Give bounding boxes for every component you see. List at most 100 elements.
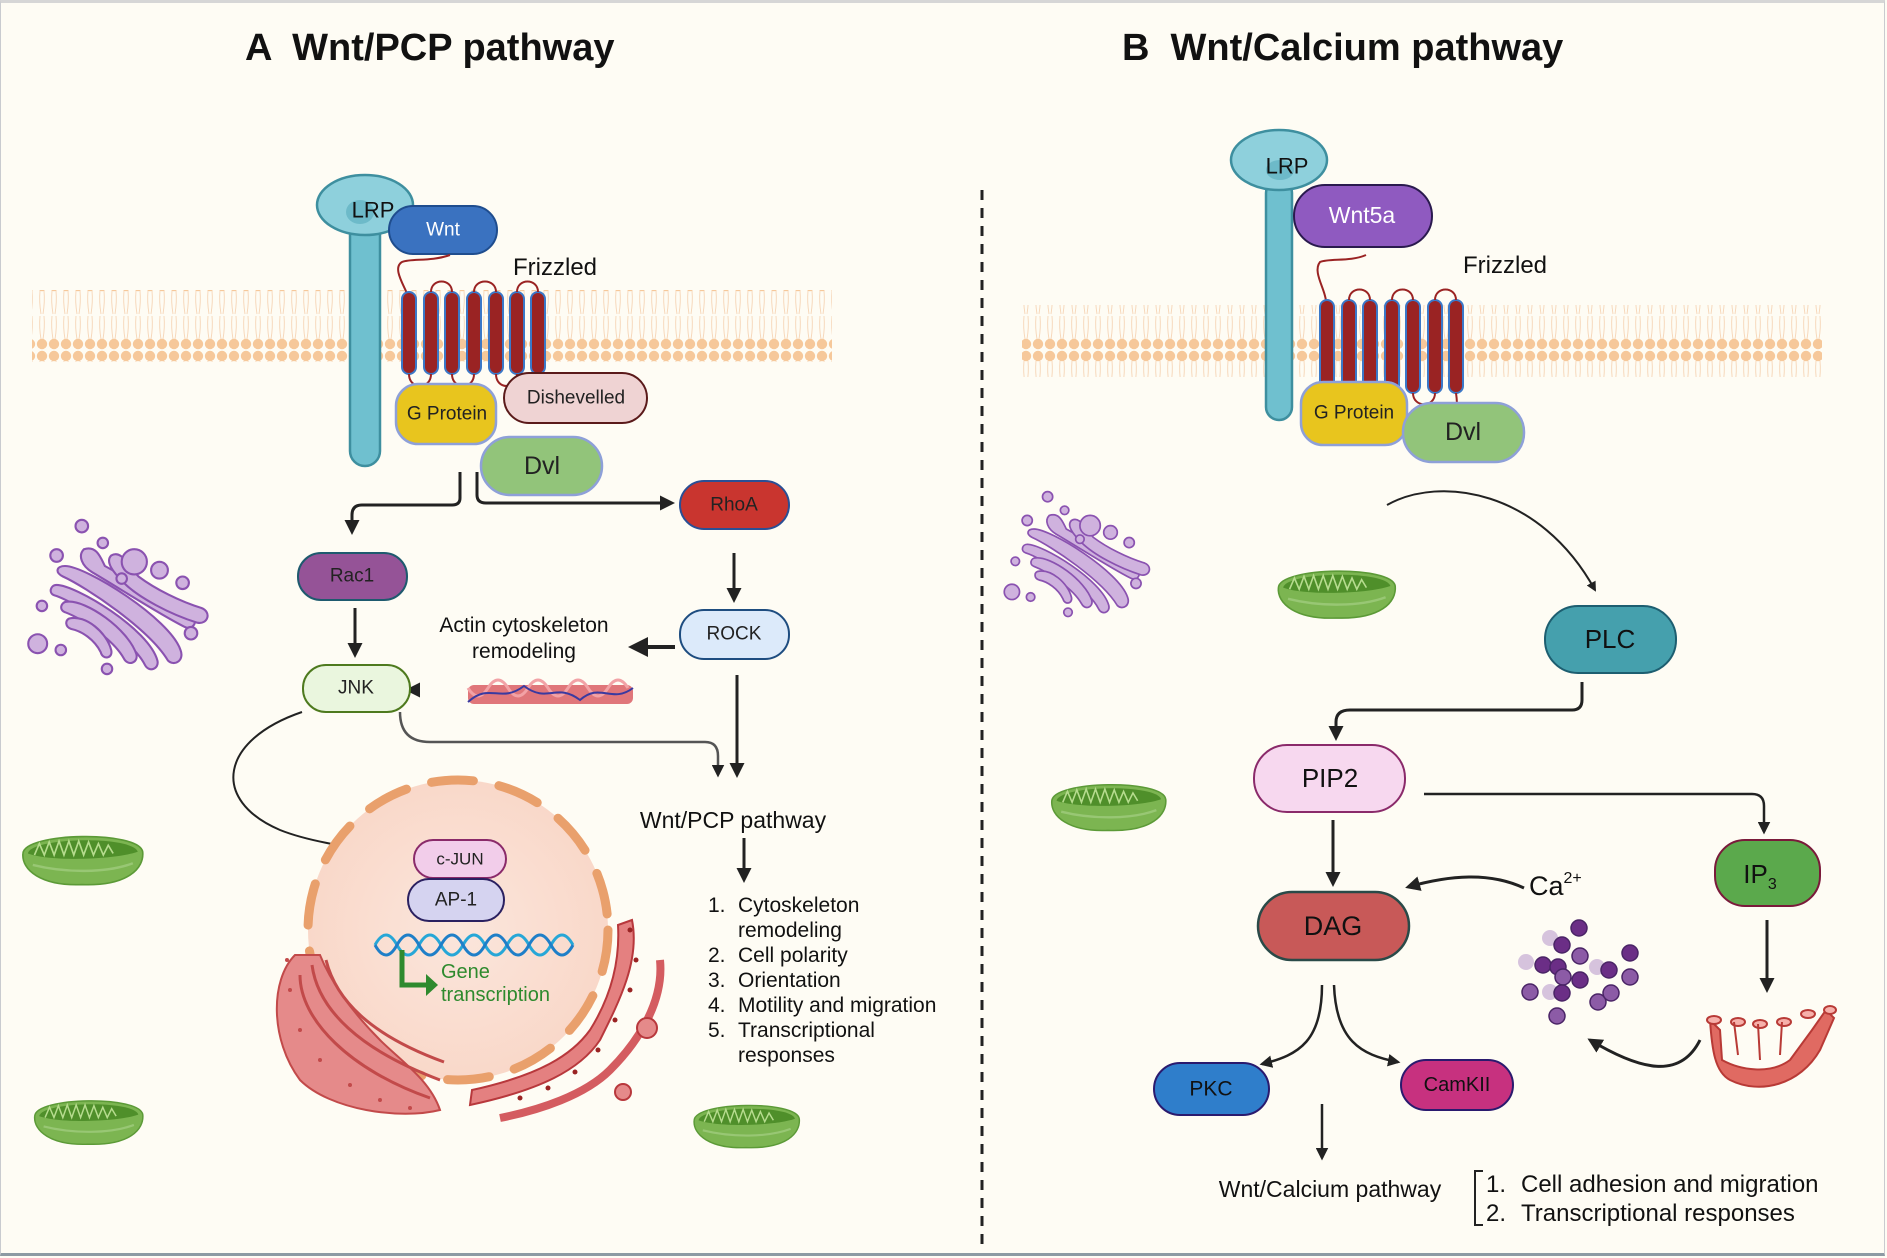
- outcome-text: Transcriptional responses: [1521, 1200, 1795, 1227]
- outcome-text: Motility and migration: [738, 994, 936, 1017]
- camkii-label: CamKII: [1424, 1074, 1491, 1096]
- outcome-text: remodeling: [738, 919, 842, 942]
- calcium-base: Ca: [1529, 871, 1564, 901]
- dna-icon: [373, 933, 575, 957]
- golgi-icon: [27, 518, 209, 676]
- outcome-number: 1.: [708, 894, 726, 917]
- gene-label-line2: transcription: [441, 984, 550, 1006]
- dishevelled-node[interactable]: Dishevelled: [503, 372, 648, 424]
- rock-node[interactable]: ROCK: [679, 609, 790, 660]
- arrow-jnk-pathway: [398, 711, 725, 778]
- pcp-pathway-label: Wnt/PCP pathway: [640, 807, 827, 833]
- panel-a-title: A Wnt/PCP pathway: [245, 27, 614, 69]
- calcium-label: Ca2+: [1529, 870, 1582, 901]
- mitochondrion-icon: [1050, 783, 1167, 832]
- arrow-er-calcium: [1587, 1038, 1702, 1068]
- c-jun-label: c-JUN: [436, 850, 483, 869]
- panel-b: LRP Wnt5a: [1003, 128, 1837, 1227]
- outcome-text: Cell polarity: [738, 944, 848, 967]
- ap1-node[interactable]: AP-1: [407, 878, 505, 922]
- ip3-label: IP3: [1743, 859, 1777, 893]
- calcium-pathway-label: Wnt/Calcium pathway: [1219, 1176, 1442, 1202]
- frizzled-n-terminus: [397, 254, 451, 297]
- outcome-number: 5.: [708, 1019, 726, 1042]
- ap1-label: AP-1: [435, 890, 477, 911]
- outcome-text: Transcriptional: [738, 1019, 875, 1042]
- pip2-label: PIP2: [1302, 763, 1358, 793]
- ip3-base: IP: [1743, 859, 1768, 889]
- arrow-dag-camkii: [1332, 984, 1401, 1067]
- outcome-number: 1.: [1486, 1171, 1506, 1198]
- lrp-label: LRP: [1266, 154, 1309, 179]
- g-protein-node[interactable]: G Protein: [394, 382, 498, 446]
- calcium-ions-icon: [1518, 919, 1639, 1025]
- rac1-label: Rac1: [330, 566, 374, 587]
- plc-node[interactable]: PLC: [1544, 605, 1677, 674]
- dvl-label: Dvl: [1445, 418, 1481, 446]
- dvl-node[interactable]: Dvl: [1401, 401, 1526, 464]
- arrow-pip2-ip3: [1424, 792, 1771, 835]
- arrow-to-rac1: [344, 472, 462, 535]
- pip2-node[interactable]: PIP2: [1253, 744, 1406, 813]
- outcomes-bracket: [1474, 1170, 1483, 1226]
- frizzled-n-terminus: [1316, 254, 1367, 303]
- golgi-icon: [1003, 490, 1151, 618]
- wnt-label: Wnt: [426, 220, 461, 241]
- jnk-node[interactable]: JNK: [302, 664, 411, 713]
- actin-filament-icon: [466, 678, 634, 704]
- rock-label: ROCK: [707, 624, 762, 645]
- mitochondrion-icon: [1277, 569, 1397, 620]
- calcium-superscript: 2+: [1564, 870, 1582, 887]
- dishevelled-label: Dishevelled: [527, 388, 625, 409]
- outcome-number: 4.: [708, 994, 726, 1017]
- cell-membrane-icon: [1022, 305, 1822, 377]
- outcome-number: 2.: [708, 944, 726, 967]
- outcome-text: Cytoskeleton: [738, 894, 859, 917]
- pkc-node[interactable]: PKC: [1153, 1062, 1270, 1116]
- rhoa-label: RhoA: [710, 495, 758, 516]
- actin-label-line2: remodeling: [472, 640, 576, 663]
- mitochondrion-icon: [21, 835, 145, 886]
- camkii-node[interactable]: CamKII: [1400, 1059, 1514, 1111]
- rac1-node[interactable]: Rac1: [297, 552, 408, 601]
- dvl-label: Dvl: [524, 452, 560, 480]
- arrow-plc-pip2: [1328, 682, 1584, 741]
- outcome-number: 2.: [1486, 1200, 1506, 1227]
- wnt5a-node[interactable]: Wnt5a: [1293, 184, 1433, 248]
- frizzled-receptor-icon: Frizzled: [1319, 252, 1547, 438]
- panel-a: LRP Wnt: [21, 173, 936, 1149]
- dvl-node[interactable]: Dvl: [479, 435, 604, 497]
- ip3-node[interactable]: IP3: [1714, 839, 1821, 907]
- outcome-text: Orientation: [738, 969, 841, 992]
- arrow-to-rhoa: [475, 472, 675, 511]
- lrp-receptor-icon: LRP: [315, 173, 415, 468]
- wnt5a-label: Wnt5a: [1329, 202, 1396, 228]
- rough-er-icon: [468, 918, 665, 1122]
- frizzled-label: Frizzled: [1463, 252, 1547, 279]
- arrow-dag-pkc: [1259, 984, 1324, 1068]
- mitochondrion-icon: [33, 1099, 144, 1146]
- g-protein-node[interactable]: G Protein: [1299, 380, 1409, 447]
- endoplasmic-reticulum-icon: [1706, 1005, 1837, 1088]
- wnt-node[interactable]: Wnt: [388, 205, 498, 255]
- dag-node[interactable]: DAG: [1256, 890, 1411, 962]
- outcome-text: Cell adhesion and migration: [1521, 1171, 1819, 1198]
- nucleus-icon: [303, 775, 613, 1085]
- lrp-label: LRP: [352, 198, 395, 223]
- lrp-receptor-icon: LRP: [1229, 128, 1329, 422]
- g-protein-label: G Protein: [1314, 403, 1394, 424]
- jnk-label: JNK: [338, 678, 374, 699]
- c-jun-node[interactable]: c-JUN: [413, 839, 507, 879]
- pcp-outcomes-list: 1. Cytoskeleton remodeling 2. Cell polar…: [708, 894, 936, 1067]
- calcium-outcomes-list: 1. Cell adhesion and migration 2. Transc…: [1486, 1171, 1819, 1227]
- rhoa-node[interactable]: RhoA: [679, 480, 790, 530]
- panel-b-title: B Wnt/Calcium pathway: [1122, 27, 1563, 69]
- outcome-number: 3.: [708, 969, 726, 992]
- transcription-arrowhead-icon: [426, 974, 438, 996]
- frizzled-receptor-icon: Frizzled: [401, 254, 597, 387]
- pkc-label: PKC: [1189, 1078, 1232, 1101]
- frizzled-label: Frizzled: [513, 254, 597, 281]
- arrow-calcium-dag: [1405, 875, 1525, 891]
